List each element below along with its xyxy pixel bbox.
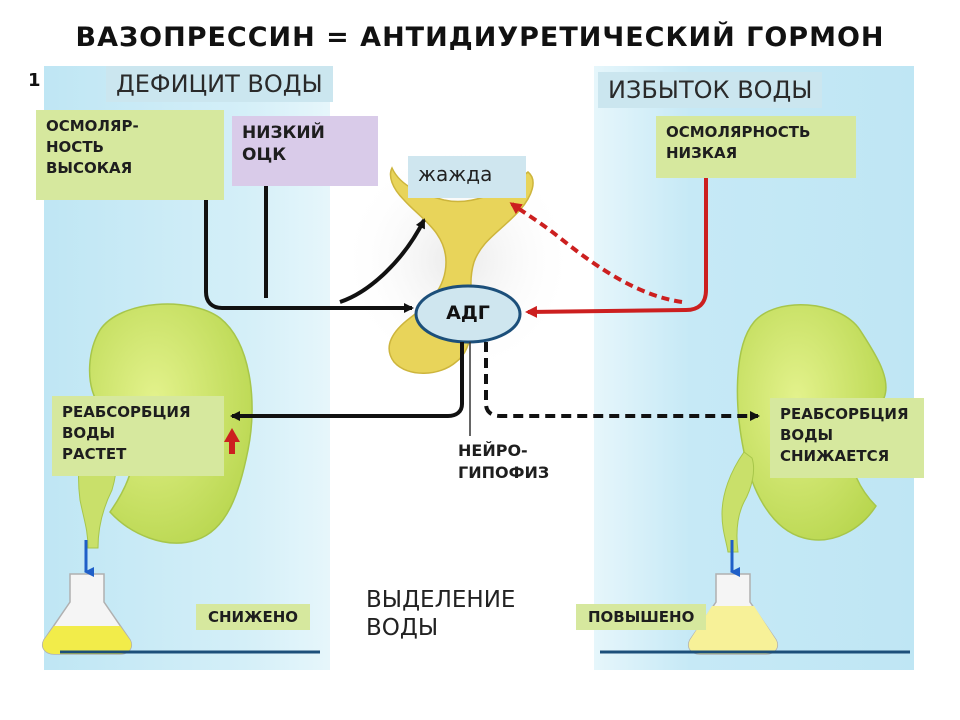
box-low-blood-volume: НИЗКИЙ ОЦК bbox=[232, 116, 378, 186]
box-osmolarity-high: ОСМОЛЯР- НОСТЬ ВЫСОКАЯ bbox=[36, 110, 224, 200]
adh-oval bbox=[414, 284, 522, 344]
box-thirst: жажда bbox=[408, 156, 526, 198]
label-excretion-decreased: СНИЖЕНО bbox=[196, 604, 311, 630]
label-excretion-increased: ПОВЫШЕНО bbox=[576, 604, 707, 630]
arrow-up-indicator bbox=[224, 428, 240, 454]
flask-left bbox=[42, 540, 132, 655]
box-osmolarity-low: ОСМОЛЯРНОСТЬ НИЗКАЯ bbox=[656, 116, 856, 178]
arrow-adh-to-kidney-left bbox=[230, 342, 464, 421]
box-reabsorption-increases: РЕАБСОРБЦИЯ ВОДЫ РАСТЕТ bbox=[52, 396, 224, 476]
panel-number-left: 1 bbox=[28, 70, 41, 91]
label-adh: АДГ bbox=[446, 302, 490, 324]
header-water-excess: ИЗБЫТОК ВОДЫ bbox=[598, 72, 823, 108]
box-reabsorption-decreases: РЕАБСОРБЦИЯ ВОДЫ СНИЖАЕТСЯ bbox=[770, 398, 924, 478]
label-neurohypophysis: НЕЙРО- ГИПОФИЗ bbox=[458, 441, 550, 482]
flask-right bbox=[688, 540, 778, 655]
arrows-excess bbox=[509, 174, 708, 318]
diagram-title: ВАЗОПРЕССИН = АНТИДИУРЕТИЧЕСКИЙ ГОРМОН bbox=[75, 22, 885, 53]
label-water-excretion: ВЫДЕЛЕНИЕ ВОДЫ bbox=[366, 587, 516, 641]
arrow-adh-to-kidney-right bbox=[484, 342, 760, 421]
arrows-deficit bbox=[204, 168, 426, 313]
header-water-deficit: ДЕФИЦИТ ВОДЫ bbox=[106, 66, 333, 102]
